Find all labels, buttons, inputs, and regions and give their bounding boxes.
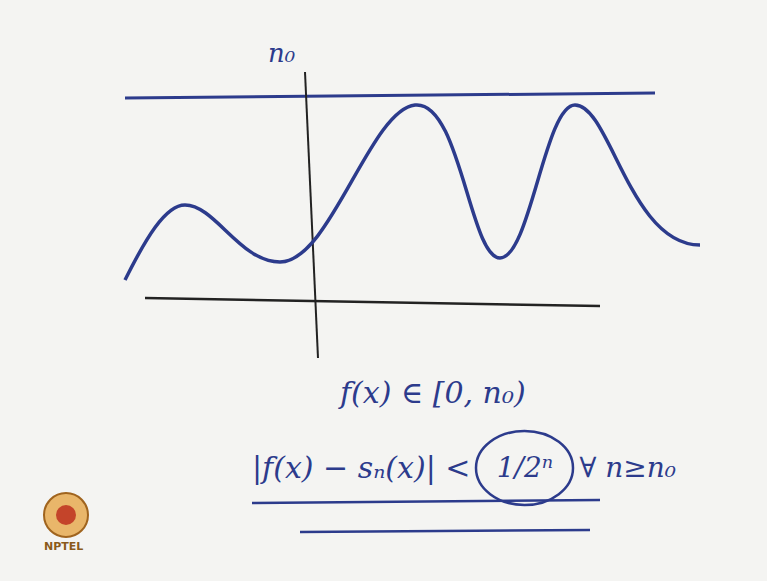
function-curve [125, 105, 700, 280]
vertical-line [305, 72, 318, 358]
underline [300, 530, 590, 532]
formula-text: ∀ n≥n₀ [579, 451, 676, 485]
upper-bound-line [125, 93, 655, 98]
logo-emblem [44, 493, 88, 537]
logo-text: NPTEL [44, 540, 83, 553]
formula-text: |f(x) − sₙ(x)| < [252, 450, 470, 486]
formula-text: n₀ [268, 38, 295, 69]
formula-text: f(x) ∈ [0, n₀) [340, 375, 526, 411]
circled-term: 1/2ⁿ [474, 429, 575, 507]
fraction-text: 1/2ⁿ [497, 451, 553, 485]
logo-emblem [56, 505, 76, 525]
x-axis [145, 298, 600, 306]
